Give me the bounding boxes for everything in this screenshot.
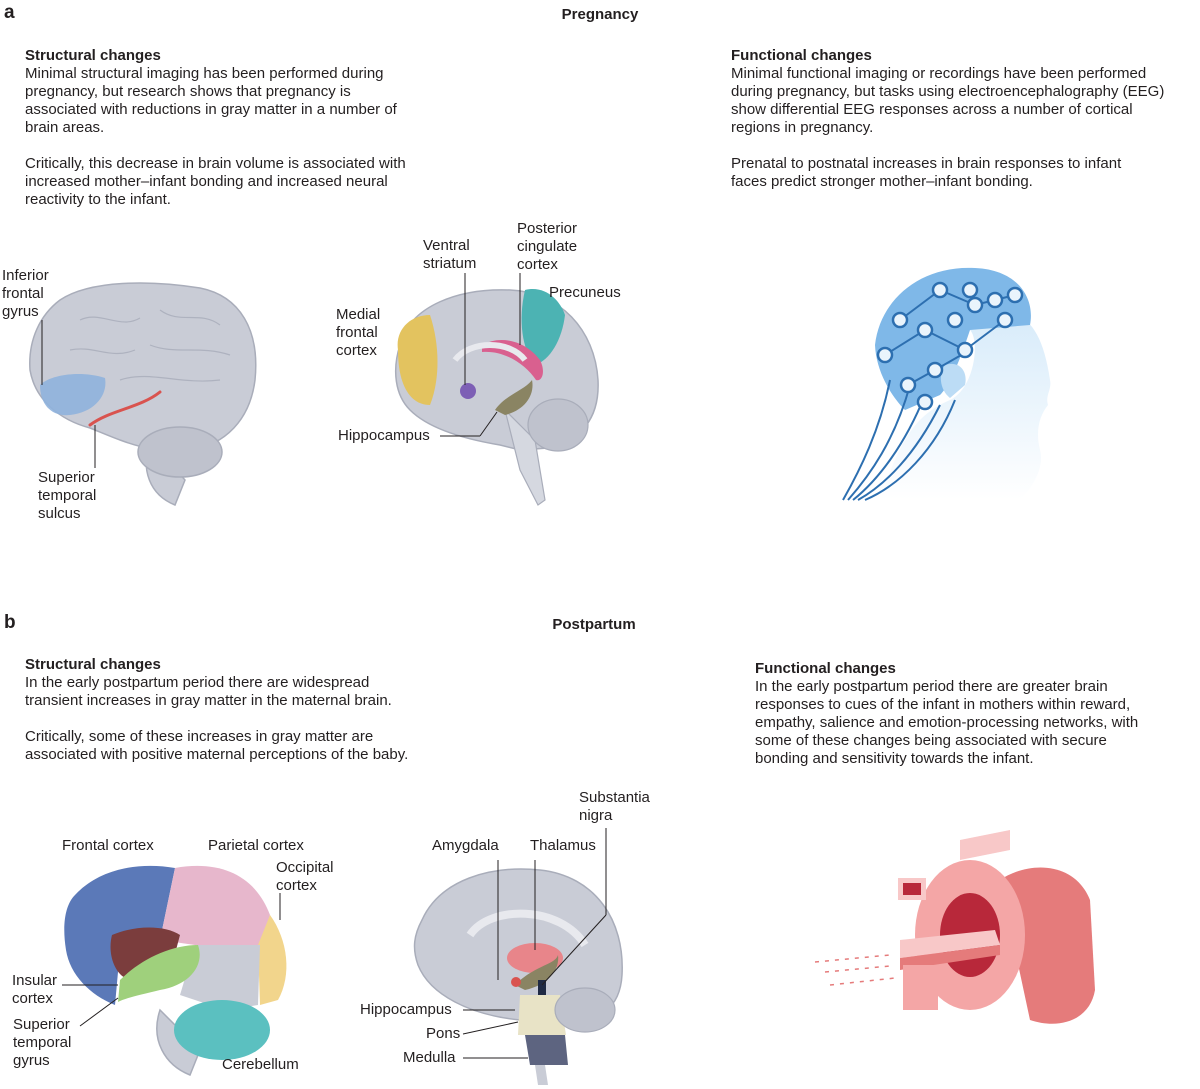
label-superior-temporal-gyrus: Superior temporal gyrus: [13, 1016, 72, 1069]
inferior-frontal-gyrus-region: [40, 374, 106, 416]
medulla-region: [525, 1035, 568, 1065]
label-medulla: Medulla: [403, 1049, 456, 1066]
cerebellum-region: [174, 1000, 270, 1060]
pregnancy-structural-p1: Minimal structural imaging has been perf…: [25, 65, 397, 136]
cerebellum-medial-b: [554, 987, 616, 1033]
pregnancy-functional-p1: Minimal functional imaging or recordings…: [731, 65, 1165, 136]
label-superior-temporal-sulcus: Superior temporal sulcus: [38, 469, 97, 522]
label-inferior-frontal-gyrus: Inferior frontal gyrus: [2, 267, 49, 320]
pregnancy-structural-heading: Structural changes: [25, 47, 161, 64]
medial-brain-pregnancy: [394, 273, 599, 506]
panel-title-postpartum: Postpartum: [552, 616, 636, 633]
eeg-electrodes: [876, 281, 1024, 411]
pons-region: [518, 995, 566, 1035]
mri-base: [903, 965, 938, 1010]
mri-ring-side: [1000, 867, 1095, 1024]
postpartum-structural-heading: Structural changes: [25, 656, 161, 673]
precuneus-region: [521, 289, 565, 365]
label-posterior-cingulate-cortex: Posterior cingulate cortex: [517, 220, 578, 273]
amygdala-dot: [511, 977, 521, 987]
postpartum-functional-p1: In the early postpartum period there are…: [755, 678, 1139, 767]
postpartum-structural-block: Structural changes In the early postpart…: [25, 656, 465, 764]
postpartum-functional-heading: Functional changes: [755, 660, 896, 677]
corpus-callosum: [452, 342, 528, 363]
leader-line: [541, 914, 607, 986]
mri-motion-lines: [814, 954, 896, 986]
label-insular-cortex: Insular cortex: [12, 972, 58, 1007]
postpartum-structural-p2: Critically, some of these increases in g…: [25, 728, 409, 763]
label-hippocampus-b: Hippocampus: [360, 1001, 452, 1018]
mri-table-side: [900, 945, 1000, 970]
panel-letter-a: a: [4, 2, 15, 23]
hippocampus-region-a: [495, 380, 533, 415]
medial-cerebrum-b: [413, 868, 623, 1023]
ventral-striatum-dot: [460, 383, 476, 399]
hippocampus-region-b: [515, 955, 559, 990]
superior-temporal-sulcus-line: [88, 390, 162, 427]
mri-panel-screen: [903, 883, 921, 895]
label-occipital-cortex: Occipital cortex: [276, 859, 334, 894]
postpartum-structural-p1: In the early postpartum period there are…: [25, 674, 392, 709]
label-ventral-striatum: Ventral striatum: [423, 237, 477, 272]
label-medial-frontal-cortex: Medial frontal cortex: [336, 306, 381, 359]
superior-temporal-gyrus-region: [118, 945, 200, 1002]
postpartum-functional-block: Functional changes In the early postpart…: [755, 660, 1195, 768]
medial-frontal-cortex-region: [397, 315, 438, 405]
eeg-head-illustration: [842, 267, 1051, 501]
cerebellum-medial: [527, 398, 589, 452]
label-cerebellum: Cerebellum: [222, 1056, 299, 1073]
cerebrum: [29, 282, 257, 452]
ear: [940, 363, 966, 398]
gyri-lines: [69, 309, 231, 382]
panel-title-pregnancy: Pregnancy: [561, 6, 639, 23]
head-silhouette: [880, 314, 1051, 500]
pregnancy-functional-heading: Functional changes: [731, 47, 872, 64]
leader-line: [479, 411, 498, 437]
eeg-wires: [842, 379, 956, 501]
parietal-cortex-region: [160, 865, 270, 945]
pregnancy-functional-block: Functional changes Minimal functional im…: [731, 47, 1196, 191]
spinal-cord: [535, 1065, 548, 1085]
label-amygdala: Amygdala: [432, 837, 499, 854]
temporal-gray-region: [180, 945, 260, 1010]
panel-letter-b: b: [4, 612, 16, 633]
lateral-brain-pregnancy: [29, 282, 257, 506]
label-hippocampus-a: Hippocampus: [338, 427, 430, 444]
pregnancy-structural-p2: Critically, this decrease in brain volum…: [25, 155, 406, 208]
label-substantia-nigra: Substantia nigra: [579, 789, 650, 824]
occipital-cortex-region: [258, 915, 287, 1005]
pregnancy-structural-block: Structural changes Minimal structural im…: [25, 47, 455, 209]
cerebellum-a: [137, 426, 223, 478]
label-precuneus: Precuneus: [549, 284, 621, 301]
label-parietal-cortex: Parietal cortex: [208, 837, 304, 854]
mri-scanner-illustration: [814, 830, 1095, 1024]
posterior-cingulate-region: [482, 340, 543, 381]
mri-table: [900, 930, 1000, 958]
pregnancy-functional-p2: Prenatal to postnatal increases in brain…: [731, 155, 1122, 190]
leader-line: [79, 997, 119, 1027]
mri-top-box: [960, 830, 1010, 860]
label-thalamus: Thalamus: [530, 837, 596, 854]
lateral-brain-postpartum: [62, 865, 287, 1076]
medial-brain-postpartum: [413, 828, 623, 1085]
corpus-callosum-b: [466, 909, 589, 948]
label-pons: Pons: [426, 1025, 461, 1042]
leader-line: [462, 1021, 519, 1035]
substantia-nigra-region: [538, 980, 546, 996]
label-frontal-cortex: Frontal cortex: [62, 837, 154, 854]
